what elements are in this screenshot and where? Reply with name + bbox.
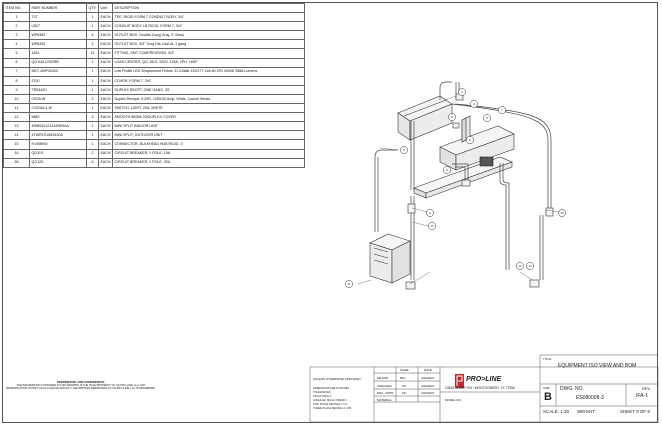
tb-logo-text: PRO>LINE bbox=[466, 376, 502, 383]
mini-split-outdoor-unit bbox=[369, 233, 411, 284]
tb-weight: WEIGHT: bbox=[577, 409, 596, 414]
outlet-boxes bbox=[405, 93, 554, 290]
mini-split-indoor-unit bbox=[439, 125, 515, 171]
bom-cell-desc: Low Profile LED Wraparound Fixture 31.4-… bbox=[112, 66, 305, 77]
callout-bubble: 11 bbox=[345, 280, 353, 288]
callout-label: 11 bbox=[348, 282, 351, 286]
callout-label: 3 bbox=[451, 115, 453, 119]
callout-bubble: 6 bbox=[483, 114, 491, 122]
tb-drawn: DRAWN bbox=[377, 376, 389, 380]
callout-label: 6 bbox=[486, 116, 488, 120]
bom-cell-desc: COVER, FORM 7, 3/4" bbox=[112, 75, 305, 86]
tb-title: EQUIPMENT ISO VIEW AND BOM bbox=[558, 363, 637, 369]
tb-angular: ANGULAR: MACH ± BEND ± bbox=[313, 399, 347, 402]
callout-label: 13 bbox=[560, 211, 564, 215]
tb-name-header: NAME bbox=[400, 368, 409, 372]
tb-checked-date: 4/20/2021 bbox=[421, 384, 435, 388]
bom-table: ITEM NO. PART NUMBER QTY. Unit DESCRIPTI… bbox=[3, 2, 305, 168]
notice-body: THE INFORMATION CONTAINED IN THIS DRAWIN… bbox=[6, 384, 156, 391]
tb-checked: CHECKED bbox=[377, 384, 392, 388]
tb-rev: IFA-1 bbox=[636, 393, 648, 399]
callout-label: 9 bbox=[429, 211, 431, 215]
bom-cell-desc: TEE, RIGID FORM 7 CONDUIT BODY, 3/4" bbox=[112, 12, 305, 23]
tb-size-label: SIZE bbox=[543, 386, 550, 390]
title-block-frame bbox=[309, 354, 659, 423]
bom-cell-desc: SWITCH, LIGHT, 20A, WHITE bbox=[112, 103, 305, 114]
callout-label: 5 bbox=[469, 138, 471, 142]
callout-label: 7 bbox=[501, 108, 503, 112]
tb-eng-name: LB bbox=[402, 391, 406, 395]
bom-cell-desc: LOAD CENTER, QO, MLO, 240V, 125A, 1PH, 1… bbox=[112, 57, 305, 68]
callout-label: 12 bbox=[518, 264, 522, 268]
tb-sheet: SHEET 9 OF 9 bbox=[620, 409, 650, 414]
bom-cell-desc: DUPLEX RECPT, ONE GANG, 3S bbox=[112, 84, 305, 95]
tb-dwg-label: DWG. NO. bbox=[560, 386, 584, 392]
callout-label: 4 bbox=[403, 148, 405, 152]
tb-eng: ENG. APPR. bbox=[377, 391, 395, 395]
leader-lines bbox=[357, 95, 561, 285]
callout-bubble: 12 bbox=[516, 262, 524, 270]
tb-drawn-date: 4/20/2021 bbox=[421, 376, 435, 380]
tb-size: B bbox=[544, 391, 552, 403]
pro-line-logo-mark bbox=[455, 374, 464, 388]
callout-bubble: 8 bbox=[443, 166, 451, 174]
callout-label: 8 bbox=[446, 168, 448, 172]
callout-label: 2 bbox=[473, 102, 475, 106]
callout-label: 1 bbox=[461, 90, 463, 94]
callout-bubble: 5 bbox=[466, 136, 474, 144]
callout-bubble: 9 bbox=[426, 209, 434, 217]
conduit-runs bbox=[374, 81, 552, 280]
bom-cell-desc: SMOOTH 5B356 20/DUPLEX COVER bbox=[112, 112, 305, 123]
proprietary-notice: PROPRIETARY AND CONFIDENTIAL THE INFORMA… bbox=[6, 380, 156, 391]
callout-bubble: 4 bbox=[400, 146, 408, 154]
tb-eng-date: 4/20/2021 bbox=[421, 391, 435, 395]
bom-cell-desc: CIRCUIT BREAKER, 1 POLE, 20A bbox=[112, 157, 305, 168]
callout-bubble: 10 bbox=[428, 222, 436, 230]
callout-bubble: 1 bbox=[458, 88, 466, 96]
callout-bubble: 3 bbox=[448, 113, 456, 121]
tb-title-label: TITLE: bbox=[543, 357, 553, 361]
tb-threeplace: THREE PLACE DECIMAL ± .005 bbox=[313, 407, 352, 410]
callout-bubble: 14 bbox=[526, 262, 534, 270]
tb-drawn-name: RPL bbox=[400, 376, 406, 380]
tb-unless: UNLESS OTHERWISE SPECIFIED: bbox=[313, 377, 362, 381]
tb-address: 23528 SHARP RD / MONTGOMERY, TX 77356 bbox=[445, 386, 515, 390]
tb-model: MODEL NO. bbox=[445, 398, 462, 402]
callout-label: 14 bbox=[528, 264, 532, 268]
callout-bubble: 7 bbox=[498, 106, 506, 114]
tb-date-header: DATE bbox=[424, 368, 432, 372]
notice-title: PROPRIETARY AND CONFIDENTIAL bbox=[56, 380, 106, 384]
callout-label: 10 bbox=[430, 224, 434, 228]
tb-material: MATERIAL bbox=[377, 398, 392, 402]
tb-tol: TOLERANCES: bbox=[313, 391, 332, 394]
tb-dims: DIMENSIONS ARE IN INCHES bbox=[313, 387, 350, 390]
tb-twoplace: TWO PLACE DECIMAL ± 0.5 bbox=[313, 403, 347, 406]
tb-dwg-number: ES080008-3 bbox=[576, 395, 604, 401]
tb-rev-label: REV bbox=[642, 386, 651, 391]
callout-bubble: 13 bbox=[558, 209, 566, 217]
led-fixture bbox=[397, 95, 453, 141]
bom-cell-desc: Duplex Receptt. 5-20R, 125V/20 Amp, Whit… bbox=[112, 93, 305, 105]
tb-checked-name: LB bbox=[402, 384, 406, 388]
drawing-sheet-border bbox=[2, 2, 658, 423]
tb-scale: SCALE: 1:30 bbox=[543, 409, 570, 414]
bom-cell-desc: CONDUIT BODY LB RIGID, FORM 7, 3/4" bbox=[112, 21, 305, 32]
callout-bubble: 2 bbox=[470, 100, 478, 108]
tb-frac: FRACTIONAL ± bbox=[313, 395, 332, 398]
